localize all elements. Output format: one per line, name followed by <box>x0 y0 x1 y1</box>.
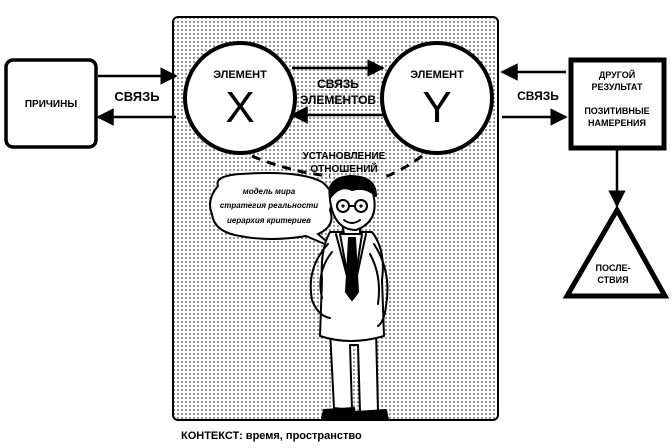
relations-dashes <box>251 154 423 180</box>
element-y-title: ЭЛЕМЕНТ <box>410 69 464 81</box>
relations-line2: ОТНОШЕНИЙ <box>310 162 377 175</box>
result-line3: ПОЗИТИВНЫЕ <box>584 106 649 116</box>
right-link-arrows <box>500 63 568 126</box>
causes-label: ПРИЧИНЫ <box>25 99 77 110</box>
element-x-title: ЭЛЕМЕНТ <box>213 69 267 81</box>
elements-link-arrows <box>290 59 385 124</box>
left-link-arrows <box>96 67 178 126</box>
result-box <box>568 57 667 151</box>
speech-bubble <box>209 172 335 249</box>
elements-link-line1: СВЯЗЬ <box>317 77 359 91</box>
elements-link-line2: ЭЛЕМЕНТОВ <box>300 93 377 107</box>
element-y-circle <box>380 41 494 155</box>
cartoon-man-illustration <box>309 175 389 421</box>
relations-line1: УСТАНОВЛЕНИЕ <box>303 151 386 162</box>
causes-box <box>4 58 98 149</box>
speech-line1: модель мира <box>243 187 296 196</box>
right-link-label: СВЯЗЬ <box>517 89 559 103</box>
result-line2: РЕЗУЛЬТАТ <box>592 82 643 92</box>
result-line4: НАМЕРЕНИЯ <box>588 118 646 128</box>
left-link-label: СВЯЗЬ <box>114 89 159 104</box>
context-label: КОНТЕКСТ: время, пространство <box>181 430 362 442</box>
element-x-letter: X <box>225 83 254 132</box>
consequences-line2: СТВИЯ <box>597 275 628 285</box>
speech-line2: стратегия реальности <box>220 201 318 210</box>
result-line1: ДРУГОЙ <box>599 69 635 80</box>
element-x-circle <box>183 41 297 155</box>
element-y-letter: Y <box>422 83 451 132</box>
consequences-line1: ПОСЛЕ- <box>595 263 630 273</box>
consequences-triangle <box>562 204 670 299</box>
speech-line3: иерархия критериев <box>227 216 311 225</box>
